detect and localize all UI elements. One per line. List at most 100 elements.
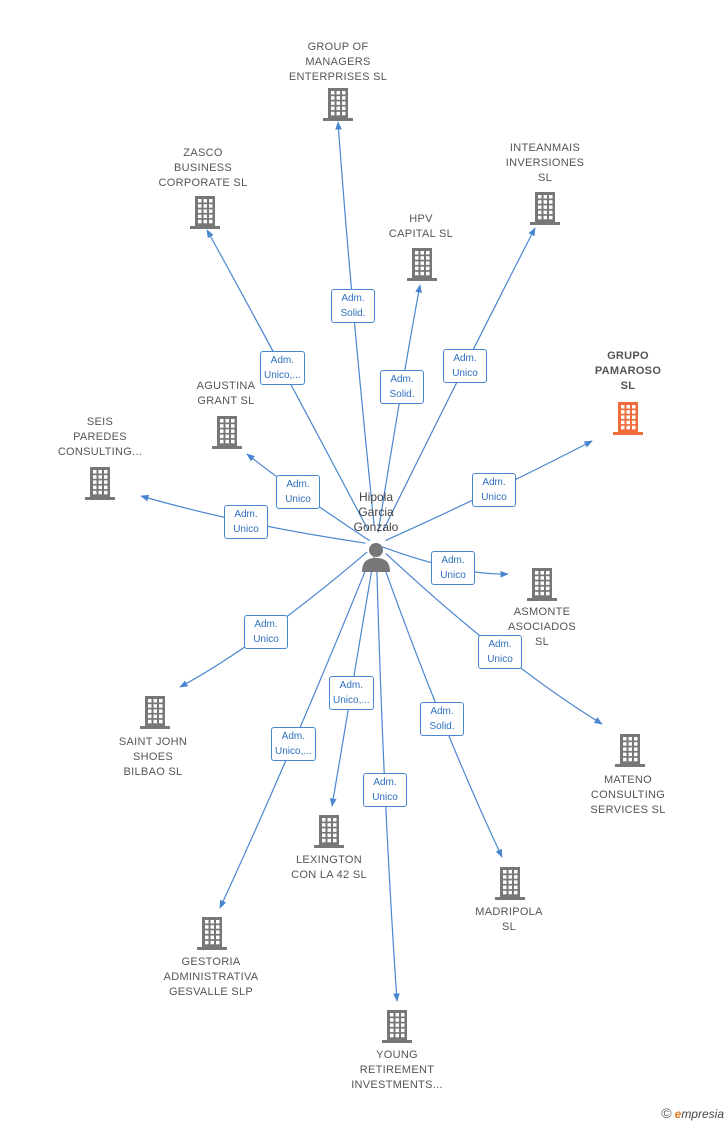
relation-badge-hpv[interactable]: Adm.Solid. [380,370,424,404]
building-icon [407,248,437,281]
relation-badge-pamaroso[interactable]: Adm. Unico [472,473,516,507]
company-building-wrap[interactable] [380,1008,414,1049]
relation-badge-zasco[interactable]: Adm.Unico,... [260,351,305,385]
company-name-line: SEIS [86,416,114,428]
company-building-wrap[interactable] [405,246,439,287]
relation-text: Solid. [429,721,455,732]
building-icon [140,696,170,729]
company-seis[interactable]: SEIS PAREDES CONSULTING... [25,415,175,460]
company-name-line: CONSULTING [590,789,666,801]
relation-text: Adm. [482,477,506,488]
relation-badge-saintjohn[interactable]: Adm.Unico [244,615,288,649]
relation-badge-lexington[interactable]: Adm.Unico,... [329,676,374,710]
building-icon [190,196,220,229]
relation-text: Unico [487,654,513,665]
company-name-line: ASMONTE [513,606,571,618]
relation-badge-seis[interactable]: Adm.Unico [224,505,268,539]
relation-badge-asmonte[interactable]: Adm. Unico [431,551,475,585]
relation-text: Solid. [340,308,366,319]
relation-text: Unico [440,570,466,581]
person-name: Hipola Garcia Gonzalo [353,490,399,534]
company-name-line: ENTERPRISES SL [288,71,388,83]
relation-text: Unico [481,492,507,503]
company-building-wrap[interactable] [210,414,244,455]
company-name-line: MATENO [603,774,653,786]
company-name: MADRIPOLA SL [434,905,584,935]
company-building-wrap[interactable] [83,465,117,506]
company-building-wrap[interactable] [613,732,647,773]
company-name-line: MADRIPOLA [475,906,543,918]
company-name-line: BUSINESS [173,162,233,174]
company-building-wrap[interactable] [188,194,222,235]
company-building-wrap[interactable] [321,86,355,127]
company-name-line: HPV [409,213,433,225]
building-icon [527,568,557,601]
company-name-line: SHOES [132,751,173,763]
empresia-footer[interactable]: ©empresia [661,1105,724,1121]
building-icon [197,917,227,950]
building-icon [615,734,645,767]
relation-text: Adm. [281,731,306,742]
relation-text: Adm. [488,639,512,650]
relation-text: Unico [285,494,311,505]
edge-group [335,121,375,526]
copyright-icon: © [661,1105,672,1121]
relation-text: Adm. [373,777,397,788]
company-building-wrap[interactable] [493,865,527,906]
company-building-wrap[interactable] [138,694,172,735]
company-madripola[interactable]: MADRIPOLA SL [434,905,584,935]
center-person[interactable]: Hipola Garcia Gonzalo [336,490,416,573]
company-name-line: INVESTMENTS... [351,1079,443,1091]
company-building-wrap[interactable] [528,190,562,231]
relation-badge-group[interactable]: Adm.Solid. [331,289,375,323]
company-building-wrap[interactable] [525,566,559,607]
company-name-line: INTEANMAIS [509,142,581,154]
company-name-line: SL [534,636,550,648]
company-name-line: SL [620,380,636,392]
company-name-line: PAREDES [73,431,127,443]
company-name-line: LEXINGTON [295,854,363,866]
building-icon [212,416,242,449]
relation-badge-mateno[interactable]: Adm. Unico [478,635,522,669]
company-building-wrap[interactable] [312,813,346,854]
relation-text: Unico,... [275,746,312,757]
relation-badge-madripola[interactable]: Adm. Solid. [420,702,464,736]
relation-text: Solid. [389,389,415,400]
relation-badge-agustina[interactable]: Adm.Unico [276,475,320,509]
company-name-line: CONSULTING... [57,446,143,458]
company-building-wrap[interactable] [611,400,645,441]
relation-badge-gestoria[interactable]: Adm. Unico,... [271,727,316,761]
company-name-line: BILBAO SL [123,766,183,778]
company-name-line: CORPORATE SL [158,177,248,189]
company-name-line: ADMINISTRATIVA [163,971,259,983]
relation-text: Unico,... [333,695,370,706]
relation-text: Adm. [430,706,454,717]
building-icon [314,815,344,848]
relation-text: Adm. [441,555,465,566]
relation-text: Adm. [270,355,295,366]
relation-badge-young[interactable]: Adm.Unico [363,773,407,807]
relation-badge-inteanmais[interactable]: Adm.Unico [443,349,487,383]
company-name-line: SL [501,921,517,933]
building-icon [530,192,560,225]
company-building-wrap[interactable] [195,915,229,956]
company-name-line: GESTORIA [181,956,241,968]
